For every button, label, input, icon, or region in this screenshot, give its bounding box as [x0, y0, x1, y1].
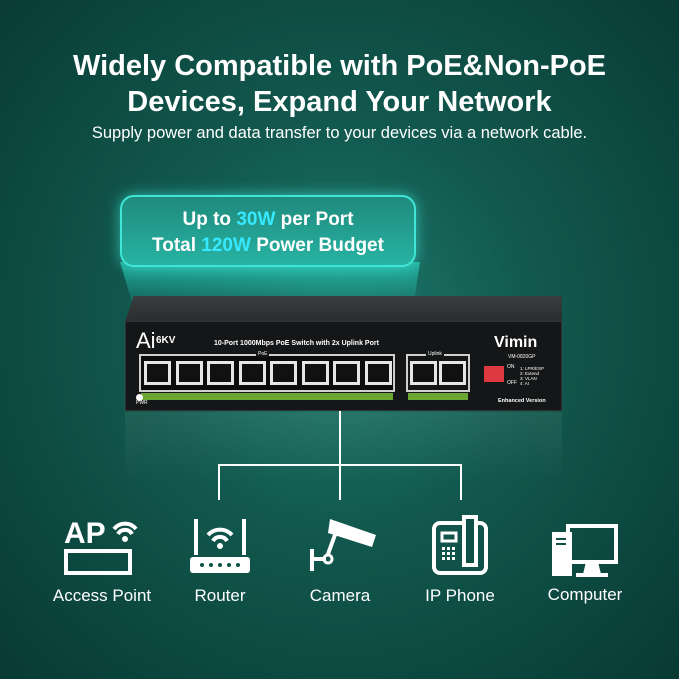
connector-line — [339, 411, 341, 466]
poe-label: PoE — [256, 351, 270, 357]
dip-on-label: ON — [507, 364, 515, 370]
poe-port — [333, 361, 360, 385]
computer-icon — [552, 524, 618, 577]
device-label: Access Point — [52, 586, 152, 605]
subtitle: Supply power and data transfer to your d… — [91, 124, 588, 142]
uplink-port — [410, 361, 437, 385]
uplink-port — [439, 361, 466, 385]
device-router: Router — [170, 515, 270, 606]
dip-mode: 3: VLAN — [520, 376, 537, 381]
power-led — [136, 394, 143, 401]
callout-text: Power Budget — [250, 235, 384, 256]
device-access-point: AP Access Point — [40, 515, 164, 606]
dip-modes: 1: LPR/ESP 2: Extend 3: VLAN 4: AI — [520, 366, 544, 386]
model-description: 10-Port 1000Mbps PoE Switch with 2x Upli… — [214, 340, 379, 347]
device-camera: Camera — [290, 515, 390, 606]
power-callout: Up to 30W per Port Total 120W Power Budg… — [120, 195, 416, 267]
router-icon — [190, 519, 250, 573]
headline: Widely Compatible with PoE&Non-PoE Device… — [0, 48, 679, 120]
camera-icon — [310, 519, 376, 571]
model-number: VM-0820GP — [508, 354, 536, 360]
dip-mode: 4: AI — [520, 381, 530, 386]
poe-port — [301, 361, 329, 385]
device-label: Camera — [309, 586, 371, 605]
uplink-leds — [408, 393, 468, 400]
callout-text: Up to — [182, 209, 237, 230]
device-computer: Computer — [535, 522, 635, 605]
poe-switch: Ai 6KV 10-Port 1000Mbps PoE Switch with … — [125, 321, 562, 411]
edition-label: Enhanced Version — [498, 398, 546, 404]
pwr-label: PWR — [136, 400, 148, 406]
per-port-power: 30W — [236, 209, 276, 230]
poe-port — [364, 361, 392, 385]
poe-port — [175, 361, 203, 385]
ip-phone-icon — [432, 515, 488, 575]
power-budget: 120W — [201, 235, 251, 256]
device-label: Computer — [547, 585, 623, 604]
poe-port — [144, 361, 171, 385]
poe-ports: PoE — [139, 351, 395, 400]
callout-text: per Port — [275, 209, 354, 230]
headline-line1: Widely Compatible with PoE&Non-PoE — [72, 50, 607, 82]
uplink-label: Uplink — [426, 351, 444, 357]
switch-reflection — [125, 412, 562, 482]
connector-line — [460, 464, 462, 500]
device-label: IP Phone — [425, 586, 495, 605]
headline-line2: Devices, Expand Your Network — [127, 86, 552, 118]
device-ip-phone: IP Phone — [405, 515, 515, 606]
ai-logo: Ai — [136, 328, 156, 353]
connector-line — [339, 464, 341, 500]
surge-rating: 6KV — [156, 335, 176, 346]
dip-switch[interactable] — [484, 366, 504, 382]
dip-off-label: OFF — [507, 380, 517, 386]
poe-port — [238, 361, 266, 385]
switch-top — [125, 296, 562, 322]
dip-mode: 2: Extend — [520, 371, 540, 376]
connector-line — [218, 464, 220, 500]
device-label: Router — [194, 586, 246, 605]
dip-mode: 1: LPR/ESP — [520, 366, 545, 371]
svg-text:AP: AP — [64, 517, 106, 550]
poe-port — [270, 361, 297, 385]
poe-port — [207, 361, 234, 385]
uplink-ports: Uplink — [406, 351, 470, 400]
port-leds — [141, 393, 393, 400]
callout-beam — [120, 262, 420, 302]
access-point-icon: AP — [64, 517, 138, 575]
brand-logo: Vimin — [494, 334, 538, 351]
callout-text: Total — [152, 235, 202, 256]
